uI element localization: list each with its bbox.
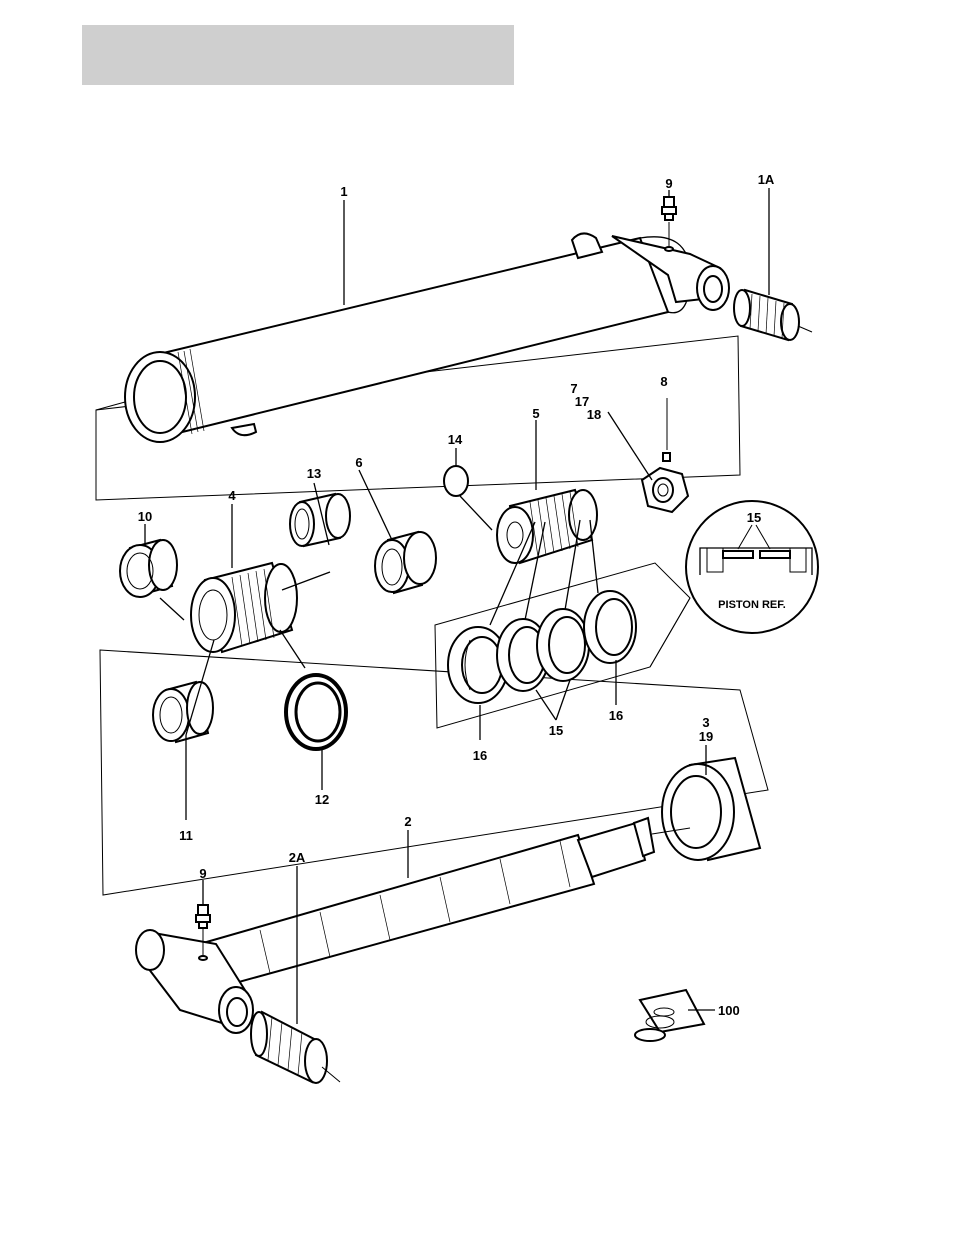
label-15: 15 (549, 723, 563, 738)
label-10: 10 (138, 509, 152, 524)
label-1A: 1A (758, 172, 775, 187)
label-13: 13 (307, 466, 321, 481)
part-11-ring (153, 682, 213, 742)
label-4: 4 (228, 488, 236, 503)
label-14: 14 (448, 432, 463, 447)
label-16-left: 16 (473, 748, 487, 763)
label-12: 12 (315, 792, 329, 807)
part-5-piston (497, 490, 597, 563)
label-2: 2 (404, 814, 411, 829)
part-6-spacer (375, 532, 436, 593)
part-15-seal-b (537, 609, 589, 681)
label-2A: 2A (289, 850, 306, 865)
label-1: 1 (340, 184, 347, 199)
part-1A-bushing (734, 290, 812, 340)
part-2-piston-rod (136, 818, 690, 1033)
part-12-wiper (286, 675, 346, 749)
part-4-gland (191, 563, 297, 652)
label-16-right: 16 (609, 708, 623, 723)
label-18: 18 (587, 407, 601, 422)
label-15-detail: 15 (747, 510, 761, 525)
piston-ref-caption: PISTON REF. (718, 599, 786, 611)
label-100: 100 (718, 1003, 740, 1018)
label-3: 3 (702, 715, 709, 730)
part-1-cylinder-barrel (96, 233, 729, 442)
part-16-wear-ring-right (584, 591, 636, 663)
part-9-grease-fitting-top (662, 197, 676, 251)
part-10-seal (120, 540, 177, 597)
label-9-top: 9 (665, 176, 672, 191)
part-8-lock-nut (642, 398, 688, 512)
label-6: 6 (355, 455, 362, 470)
label-11: 11 (179, 828, 193, 843)
part-13-sleeve (290, 494, 350, 546)
label-9-bottom: 9 (199, 866, 206, 881)
part-2A-bushing (251, 1012, 340, 1083)
part-14-o-ring (444, 466, 468, 496)
part-3-rod-gland (662, 758, 760, 860)
label-8: 8 (660, 374, 667, 389)
label-5: 5 (532, 406, 539, 421)
label-19: 19 (699, 729, 713, 744)
part-100-seal-kit (635, 990, 704, 1041)
piston-detail-inset: PISTON REF. (650, 501, 818, 667)
